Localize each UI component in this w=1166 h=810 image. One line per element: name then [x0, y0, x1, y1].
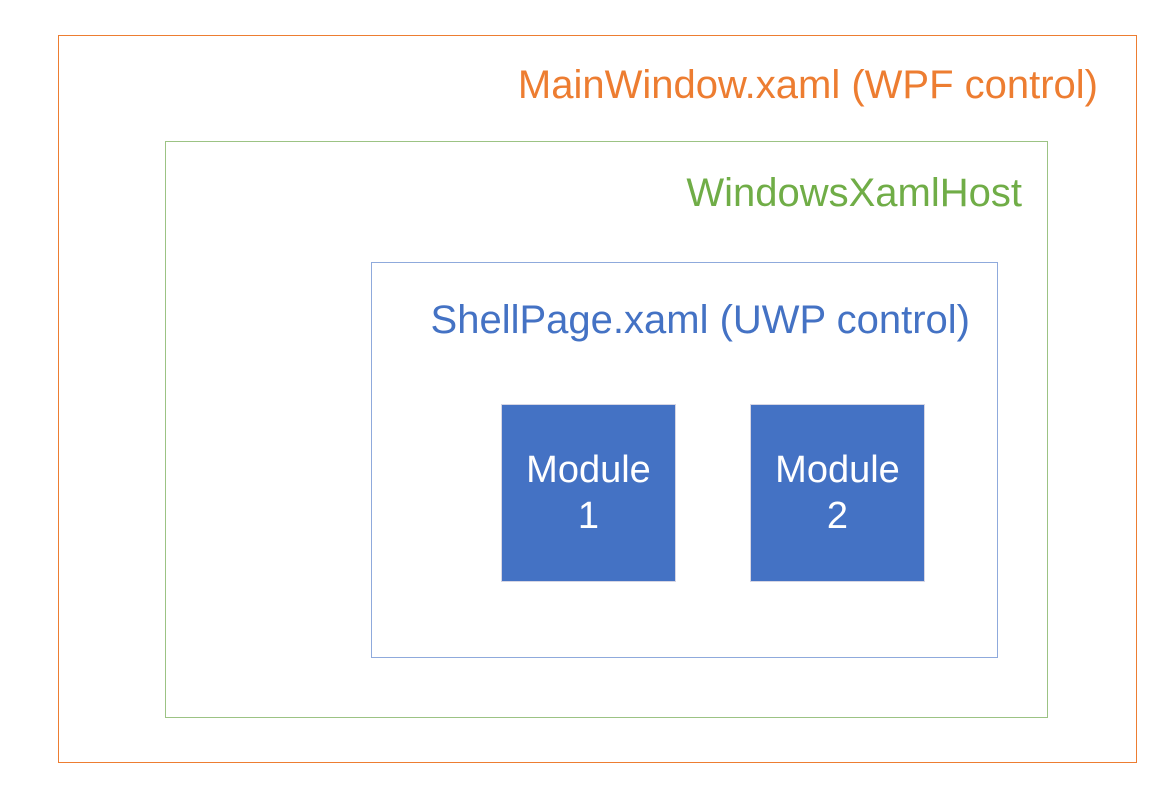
layer-shellpage-label: ShellPage.xaml (UWP control) [430, 298, 970, 342]
module-block-1: Module 1 [501, 404, 676, 582]
module-block-2: Module 2 [750, 404, 925, 582]
module-block-1-number: 1 [577, 495, 600, 537]
module-block-2-name: Module [775, 448, 900, 491]
module-block-1-name: Module [526, 448, 651, 491]
layer-windowsxamlhost-label: WindowsXamlHost [686, 171, 1022, 215]
layer-mainwindow-label: MainWindow.xaml (WPF control) [517, 63, 1098, 107]
module-block-2-number: 2 [826, 495, 849, 537]
